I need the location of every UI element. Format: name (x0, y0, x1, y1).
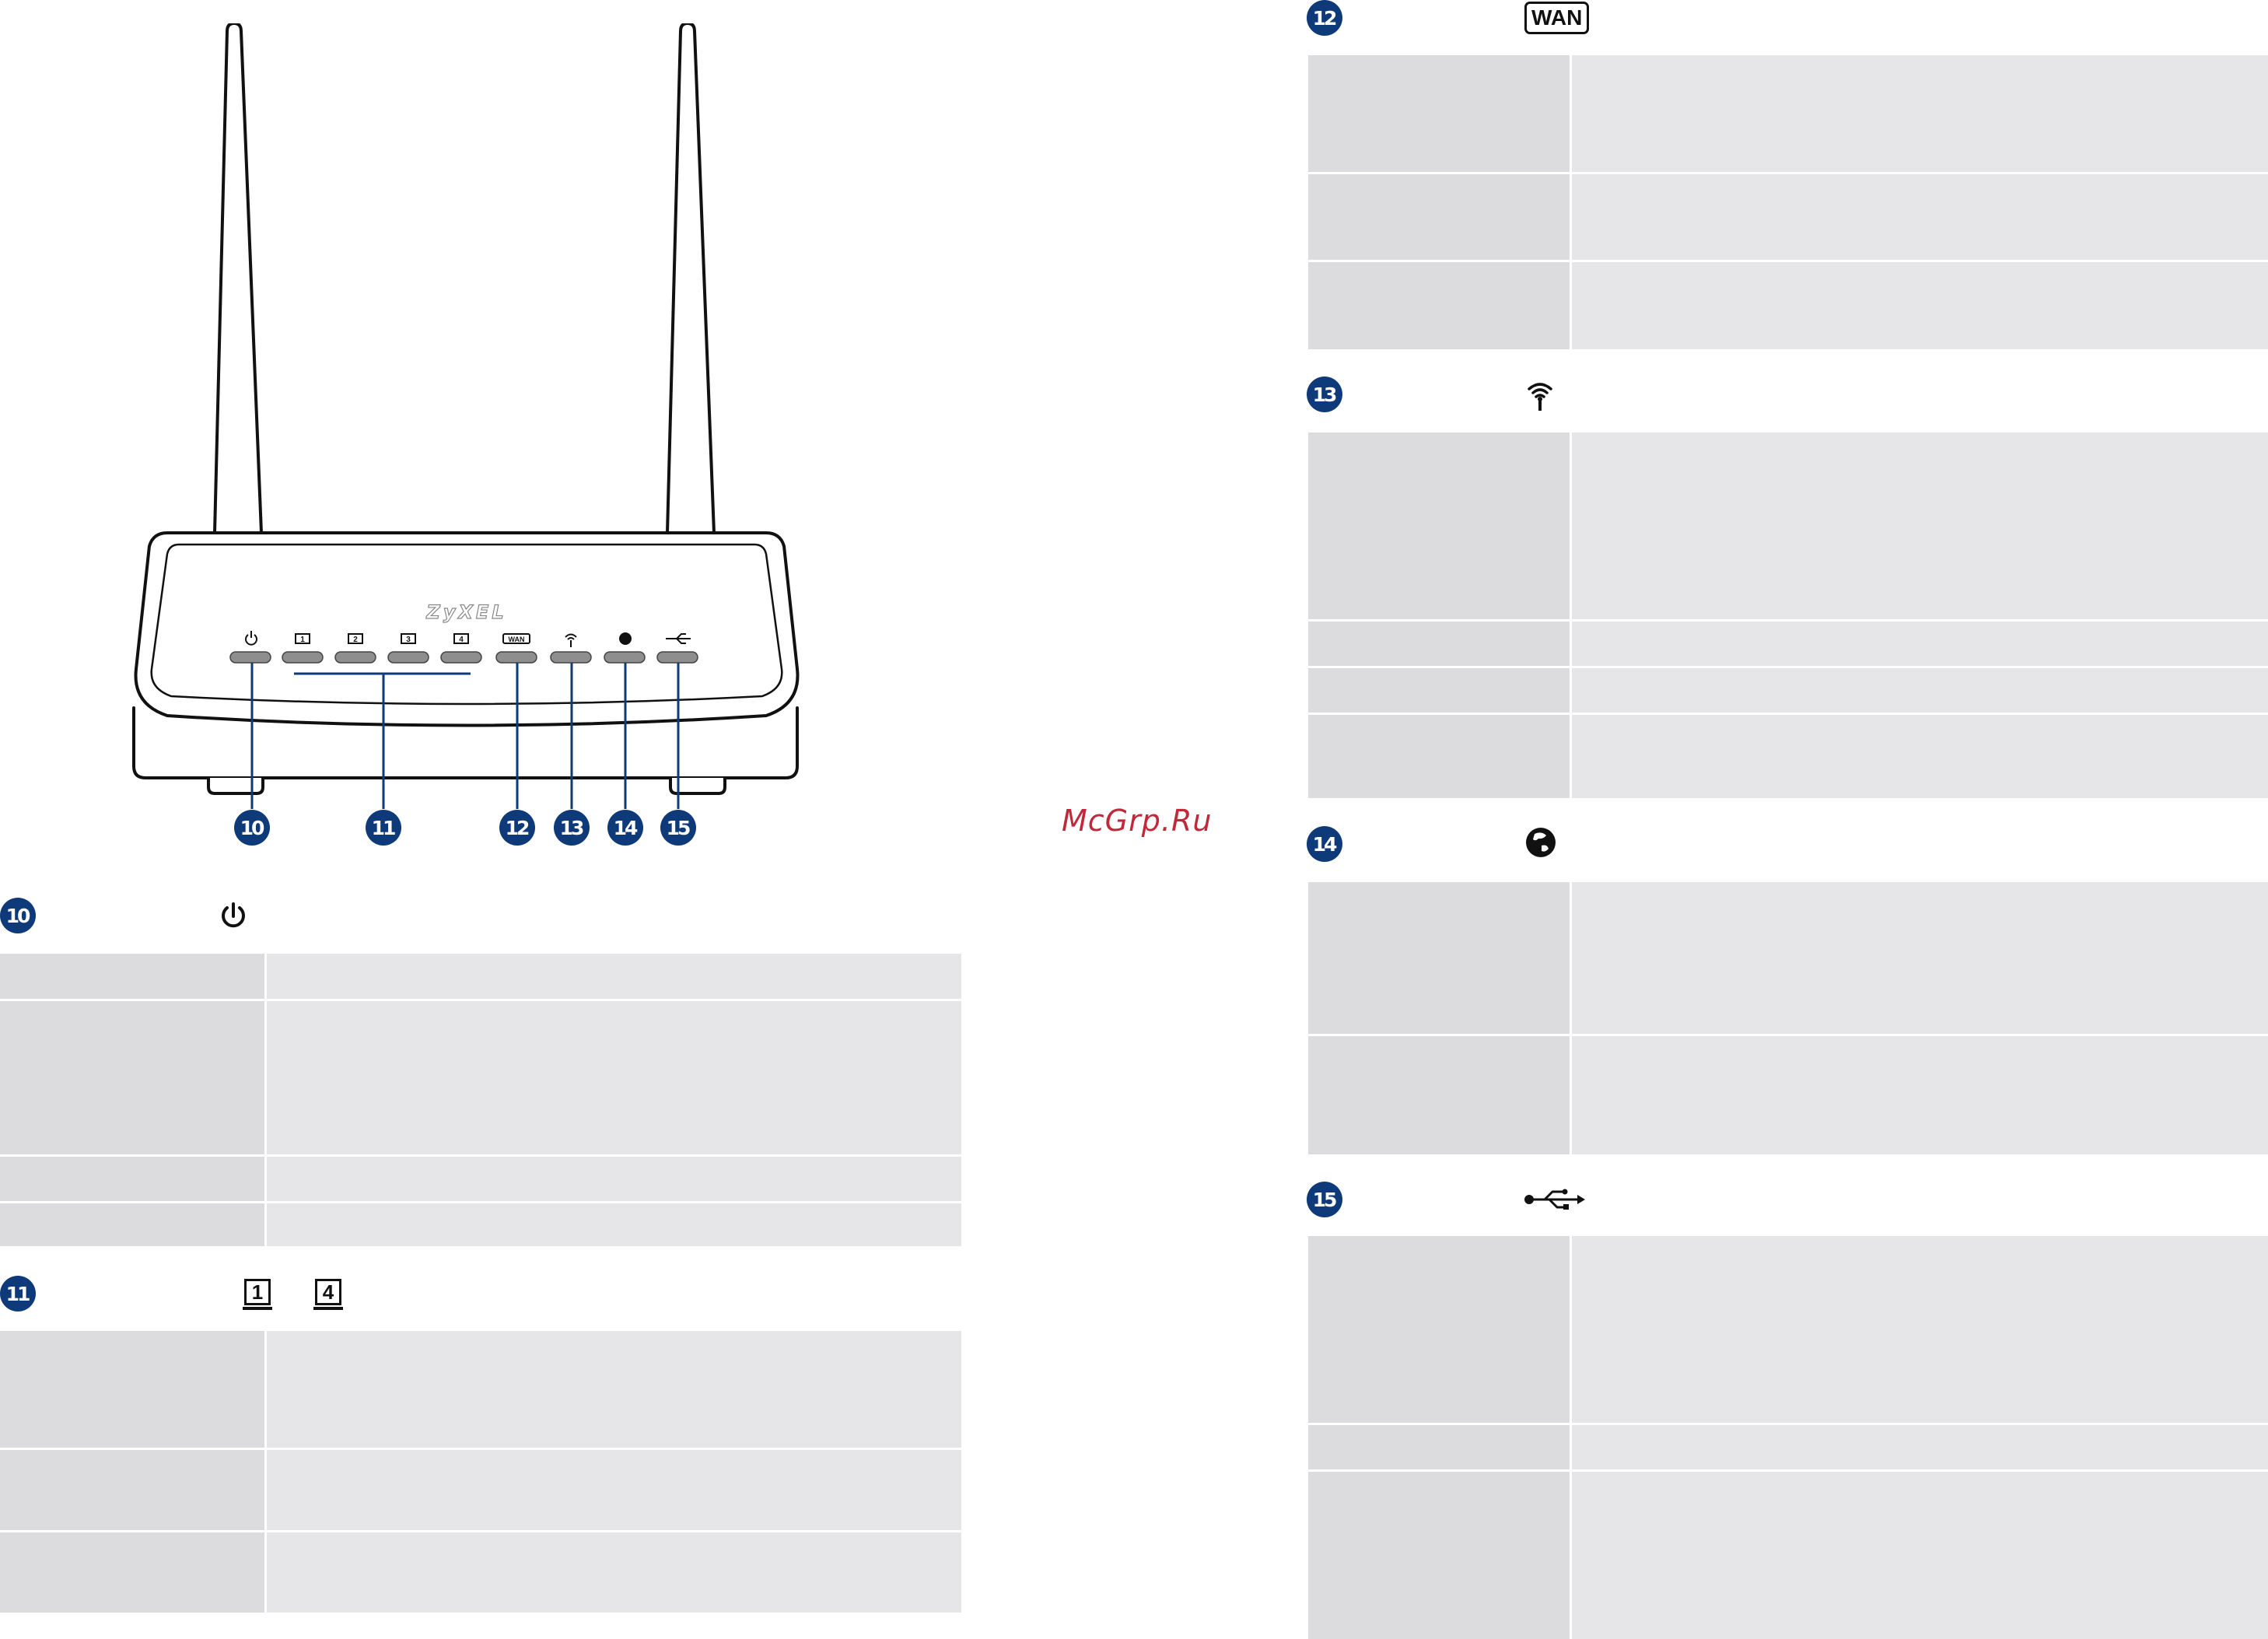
led-bar-internet (604, 651, 646, 664)
led-wifi-icon (565, 633, 577, 647)
led-globe-icon (619, 632, 632, 645)
lan-port-1-icon: 1 (244, 1279, 271, 1305)
wan-icon: WAN (1524, 2, 1590, 34)
callout-11: 11 (366, 810, 401, 846)
section-11-badge: 11 (0, 1276, 36, 1312)
section-15-table (1308, 1236, 2268, 1639)
led-label-port3: 3 (406, 636, 411, 644)
usb-icon (1524, 1189, 1585, 1210)
lan-port-4-base (313, 1307, 343, 1310)
led-label-port2: 2 (353, 636, 358, 644)
router-foot-right (669, 776, 726, 795)
led-usb-icon (666, 633, 691, 644)
section-14-badge: 14 (1307, 826, 1342, 862)
left-antenna (213, 23, 263, 534)
section-15-badge: 15 (1307, 1182, 1342, 1217)
callout-15: 15 (660, 810, 696, 846)
led-bar-wifi (550, 651, 592, 664)
section-10-table (0, 954, 961, 1246)
router-illustration: ZyXEL 1 2 3 4 WAN (132, 23, 800, 809)
callout-10: 10 (234, 810, 270, 846)
section-11-table (0, 1331, 961, 1613)
watermark-text: McGrp.Ru (1062, 804, 1213, 838)
led-bar-port1 (282, 651, 324, 664)
callout-14: 14 (607, 810, 643, 846)
section-13-table (1308, 433, 2268, 798)
router-base (132, 706, 799, 779)
led-label-port1: 1 (300, 636, 305, 644)
led-label-wan: WAN (509, 636, 525, 643)
section-10-badge: 10 (0, 898, 36, 933)
led-label-port4: 4 (459, 636, 464, 644)
router-foot-left (207, 776, 264, 795)
zyxel-logo: ZyXEL (425, 601, 506, 623)
section-14-table (1308, 882, 2268, 1154)
section-12-badge: 12 (1307, 0, 1342, 36)
callout-13: 13 (554, 810, 590, 846)
lan-port-4-icon: 4 (315, 1279, 341, 1305)
led-bar-power (229, 651, 271, 664)
led-bar-wan (495, 651, 537, 664)
section-13-badge: 13 (1307, 376, 1342, 412)
led-bar-port4 (440, 651, 482, 664)
internet-globe-icon (1526, 828, 1556, 857)
led-bar-port3 (387, 651, 429, 664)
router-body (134, 531, 800, 727)
led-power-icon (245, 631, 257, 646)
wifi-icon (1528, 383, 1552, 411)
led-bar-port2 (334, 651, 376, 664)
callout-12: 12 (499, 810, 535, 846)
lan-port-1-base (243, 1307, 272, 1310)
section-12-table (1308, 55, 2268, 349)
right-antenna (666, 23, 716, 534)
led-bar-usb (656, 651, 698, 664)
power-icon (222, 902, 245, 928)
